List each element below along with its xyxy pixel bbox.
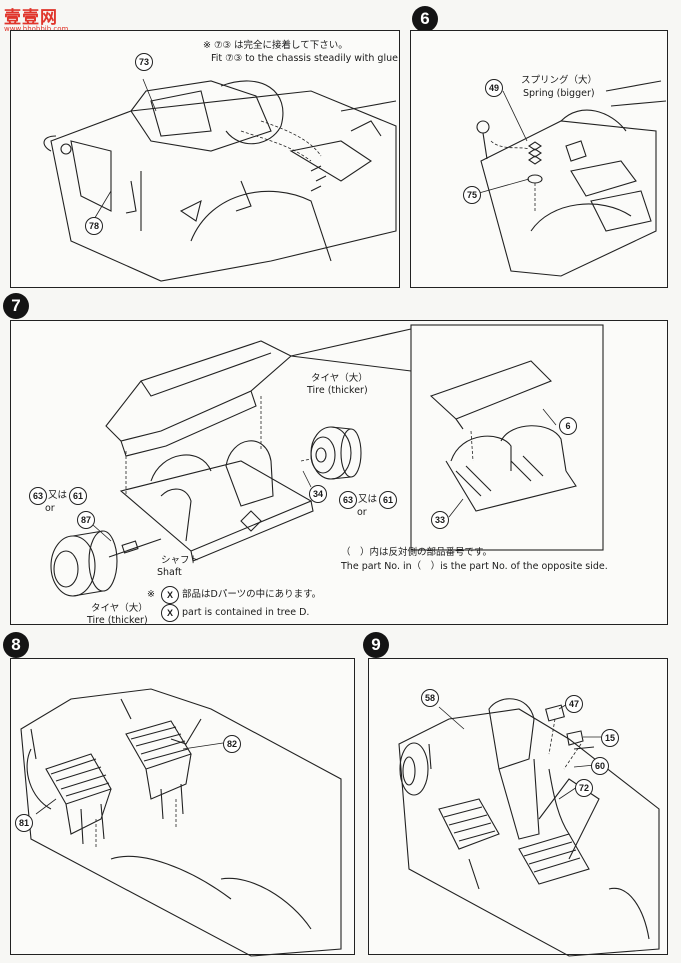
step6-part-75: 75 xyxy=(463,186,481,204)
step8-part-82: 82 xyxy=(223,735,241,753)
step7-opposite-en: The part No. in（ ）is the part No. of the… xyxy=(341,561,608,572)
step7-part-6: 6 xyxy=(559,417,577,435)
step7-part-33: 33 xyxy=(431,511,449,529)
step7-tire-bottom-jp: タイヤ（大） xyxy=(91,603,148,614)
step7-shaft-en: Shaft xyxy=(157,567,182,578)
step9-badge: 9 xyxy=(363,632,389,658)
step7-drawing xyxy=(50,324,604,597)
step9-panel: 58 47 15 60 72 xyxy=(368,658,668,957)
step5-chassis-drawing xyxy=(43,78,397,282)
step7-shaft-jp: シャフト xyxy=(161,555,200,566)
step6-panel: スプリング（大） Spring (bigger) 49 75 xyxy=(410,30,668,288)
step7-tire-top-jp: タイヤ（大） xyxy=(311,373,368,384)
step9-part-15: 15 xyxy=(601,729,619,747)
step5-note-en: Fit ⑦③ to the chassis steadily with glue… xyxy=(211,53,401,64)
step9-part-47: 47 xyxy=(565,695,583,713)
step5-note-jp: ※ ⑦③ は完全に接着して下さい。 xyxy=(203,40,348,51)
step6-part-49: 49 xyxy=(485,79,503,97)
step7-alt-right-or: or xyxy=(357,507,367,518)
step7-tree-en: part is contained in tree D. xyxy=(182,607,310,618)
site-logo: 壹壹网 www.hhobbib.com xyxy=(4,3,68,33)
step7-tree-mark-2: X xyxy=(161,604,179,622)
step7-tree-jp: 部品はDパーツの中にあります。 xyxy=(182,589,322,600)
step6-spring-en: Spring (bigger) xyxy=(523,88,595,99)
step7-alt-right-b: 61 xyxy=(379,491,397,509)
step5-part-73: 73 xyxy=(135,53,153,71)
step7-tree-mark-1: X xyxy=(161,586,179,604)
step6-chassis-drawing xyxy=(476,80,667,277)
step8-interior-drawing xyxy=(20,688,342,957)
step6-badge: 6 xyxy=(412,6,438,32)
step5-panel: ※ ⑦③ は完全に接着して下さい。 Fit ⑦③ to the chassis … xyxy=(10,30,401,288)
step7-tire-bottom-en: Tire (thicker) xyxy=(87,615,148,626)
step7-panel: タイヤ（大） Tire (thicker) 34 63 又は 61 or 63 … xyxy=(10,320,668,626)
logo-url: www.hhobbib.com xyxy=(4,25,69,33)
step7-alt-left-b: 61 xyxy=(69,487,87,505)
step5-part-78: 78 xyxy=(85,217,103,235)
step9-interior-drawing xyxy=(398,698,660,957)
step7-part-87: 87 xyxy=(77,511,95,529)
step8-part-81: 81 xyxy=(15,814,33,832)
step7-badge: 7 xyxy=(3,293,29,319)
step7-tree-prefix: ※ xyxy=(147,589,155,600)
step7-opposite-jp: （ ）内は反対側の部品番号です。 xyxy=(341,547,493,558)
step7-alt-left-mid: 又は xyxy=(48,490,68,501)
logo-text: 壹壹网 xyxy=(4,8,58,28)
step8-panel: 82 81 xyxy=(10,658,355,957)
step8-badge: 8 xyxy=(3,632,29,658)
step7-alt-left-or: or xyxy=(45,503,55,514)
step9-part-72: 72 xyxy=(575,779,593,797)
step9-part-60: 60 xyxy=(591,757,609,775)
step7-tire-top-en: Tire (thicker) xyxy=(307,385,368,396)
step9-part-58: 58 xyxy=(421,689,439,707)
step7-alt-left-a: 63 xyxy=(29,487,47,505)
step7-alt-right-a: 63 xyxy=(339,491,357,509)
step6-spring-jp: スプリング（大） xyxy=(521,75,598,86)
step7-alt-right-mid: 又は xyxy=(358,494,378,505)
step7-part-34: 34 xyxy=(309,485,327,503)
